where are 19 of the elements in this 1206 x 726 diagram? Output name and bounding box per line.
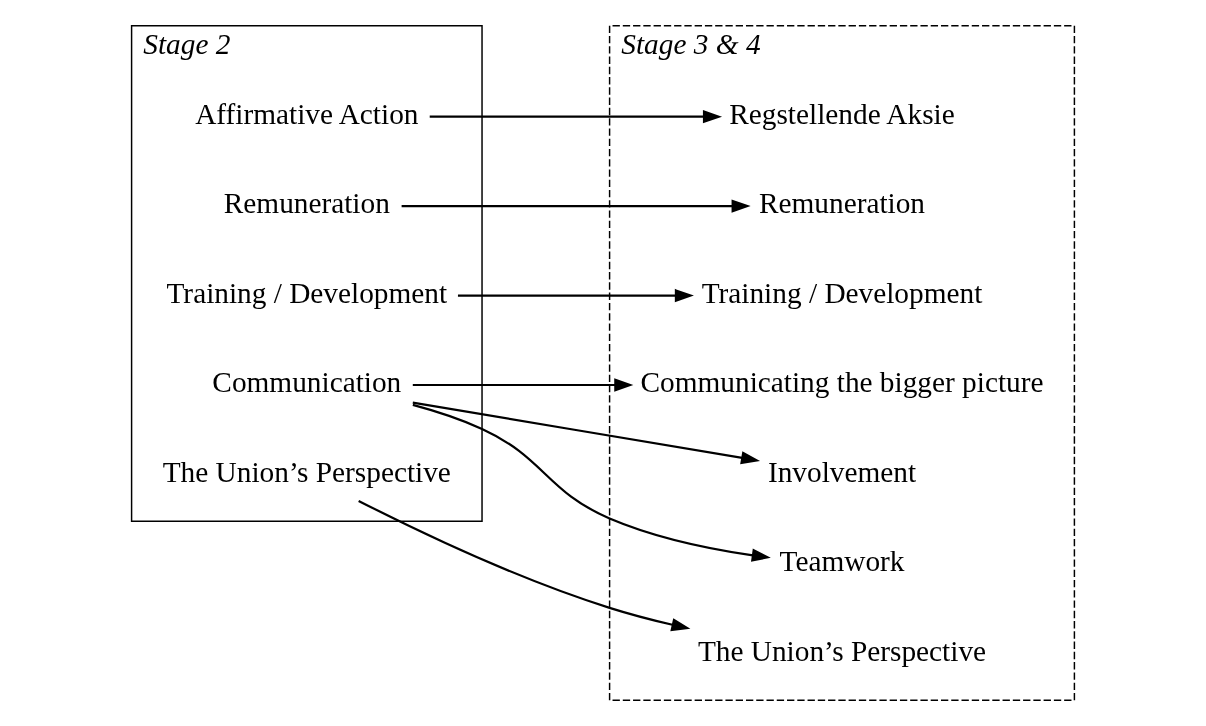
node-text: Remuneration: [758, 187, 926, 220]
node-text: Communicating the bigger picture: [640, 366, 1044, 399]
node-text: The Union’s Perspective: [697, 634, 987, 667]
node-text: The Union’s Perspective: [162, 455, 451, 488]
arrow: [412, 401, 761, 465]
arrow: [401, 199, 751, 213]
arrow: [412, 378, 634, 392]
node-text: Training / Development: [701, 276, 983, 309]
arrow: [429, 110, 723, 124]
arrow: [412, 403, 771, 562]
node-text: Regstellende Aksie: [729, 98, 955, 130]
node-text: Training / Development: [166, 276, 448, 309]
node-text: Remuneration: [223, 187, 390, 220]
node-text: Involvement: [767, 455, 917, 488]
node-text: Teamwork: [779, 545, 905, 578]
node-text: Communication: [212, 366, 402, 399]
arrow: [457, 288, 694, 303]
arrow: [358, 499, 691, 632]
node-text: Affirmative Action: [195, 98, 419, 130]
